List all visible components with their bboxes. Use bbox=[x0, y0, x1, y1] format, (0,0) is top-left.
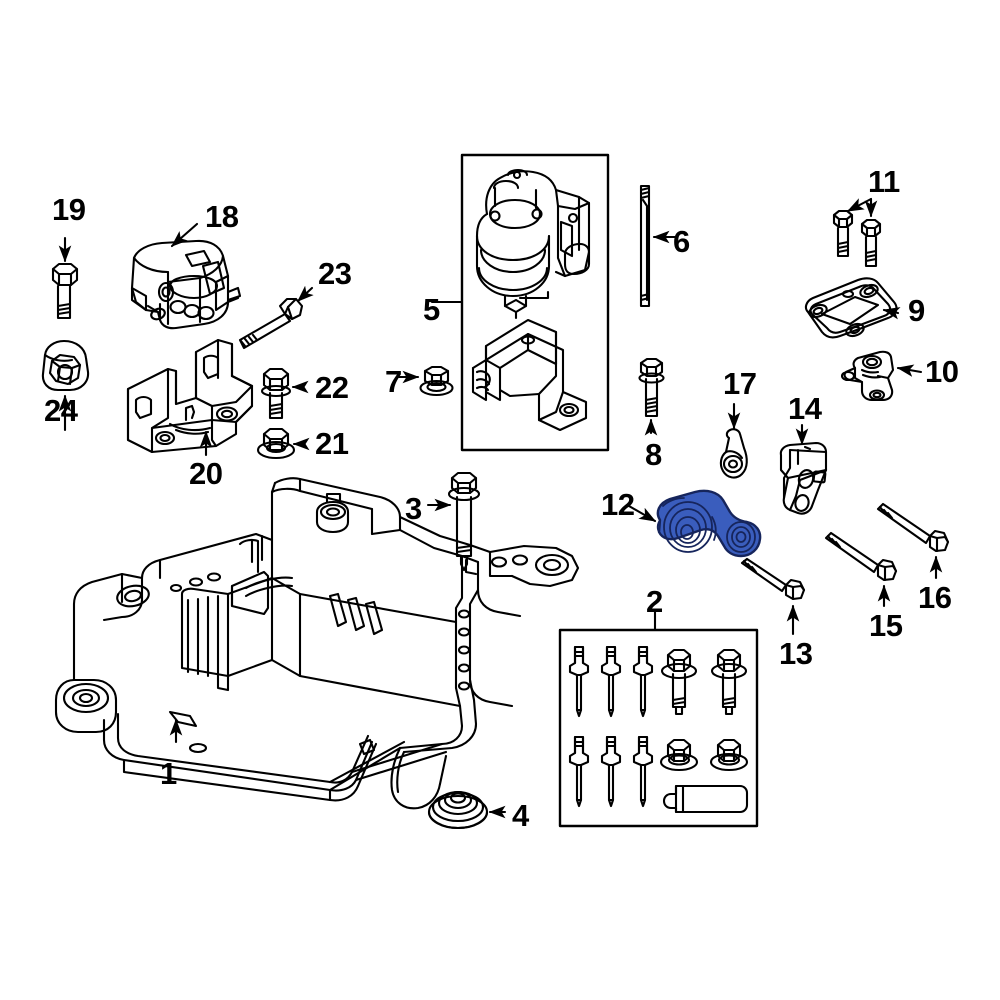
callout-label-4: 4 bbox=[512, 798, 529, 833]
part-7-flange-nut bbox=[419, 365, 454, 397]
callout-label-14: 14 bbox=[788, 391, 822, 426]
arrow-11a bbox=[846, 197, 873, 213]
callout-label-12: 12 bbox=[601, 487, 635, 522]
part-1-subframe bbox=[54, 477, 580, 810]
callout-label-17: 17 bbox=[723, 366, 757, 401]
arrow-9 bbox=[882, 307, 901, 320]
callout-label-15: 15 bbox=[869, 608, 903, 643]
part-3-subframe-bolt bbox=[447, 471, 481, 572]
group-box-2 bbox=[558, 610, 759, 828]
part-12-torque-strut-mount bbox=[656, 489, 762, 558]
callout-label-21: 21 bbox=[315, 426, 349, 461]
callout-label-13: 13 bbox=[779, 636, 813, 671]
callout-label-23: 23 bbox=[318, 256, 352, 291]
callout-label-8: 8 bbox=[645, 437, 662, 472]
callout-label-10: 10 bbox=[925, 354, 959, 389]
part-9-triangular-plate bbox=[804, 277, 898, 339]
kit-flange-nuts bbox=[659, 738, 749, 772]
part-10-small-bracket bbox=[840, 350, 895, 402]
arrow-18 bbox=[170, 222, 199, 248]
callout-label-9: 9 bbox=[908, 293, 925, 328]
arrow-23 bbox=[296, 285, 314, 303]
part-17-clip bbox=[719, 428, 748, 479]
part-24-nut bbox=[41, 339, 90, 392]
part-21-flange-nut bbox=[256, 427, 296, 460]
callout-label-16: 16 bbox=[918, 580, 952, 615]
callout-label-19: 19 bbox=[52, 192, 86, 227]
part-11-bolts bbox=[832, 209, 882, 268]
part-4-insulator bbox=[427, 790, 489, 830]
part-16-long-bolt bbox=[876, 502, 950, 553]
part-5-bracket-lower bbox=[471, 318, 588, 432]
part-19-bolt bbox=[51, 262, 79, 320]
callout-label-5: 5 bbox=[423, 292, 440, 327]
kit-sealant-tube bbox=[662, 784, 749, 814]
part-22-flange-bolt bbox=[260, 367, 292, 420]
part-14-trans-bracket bbox=[779, 441, 828, 515]
part-18-engine-mount bbox=[130, 239, 242, 330]
callout-label-7: 7 bbox=[385, 364, 402, 399]
group-box-5 bbox=[430, 153, 610, 452]
kit-hexbolts-top bbox=[660, 648, 748, 716]
part-8-bolt bbox=[638, 357, 665, 418]
callout-label-6: 6 bbox=[673, 224, 690, 259]
callout-label-2: 2 bbox=[646, 584, 663, 619]
callout-label-11: 11 bbox=[868, 164, 900, 199]
part-15-long-bolt bbox=[824, 531, 898, 582]
kit-studs-bottom bbox=[568, 735, 654, 808]
part-13-bolt bbox=[740, 557, 806, 601]
callout-label-18: 18 bbox=[205, 199, 239, 234]
arrow-10 bbox=[896, 364, 923, 377]
kit-studs-top bbox=[568, 645, 654, 718]
callout-label-1: 1 bbox=[160, 756, 177, 791]
callout-label-24: 24 bbox=[44, 393, 78, 428]
callout-label-22: 22 bbox=[315, 370, 349, 405]
callout-label-20: 20 bbox=[189, 456, 223, 491]
part-6-stud-rod bbox=[639, 184, 651, 308]
arrow-12 bbox=[627, 504, 657, 523]
part-23-long-bolt bbox=[238, 297, 304, 350]
callout-label-3: 3 bbox=[405, 491, 422, 526]
part-20-bracket bbox=[126, 338, 254, 454]
part-5-engine-mount-upper bbox=[475, 168, 591, 320]
